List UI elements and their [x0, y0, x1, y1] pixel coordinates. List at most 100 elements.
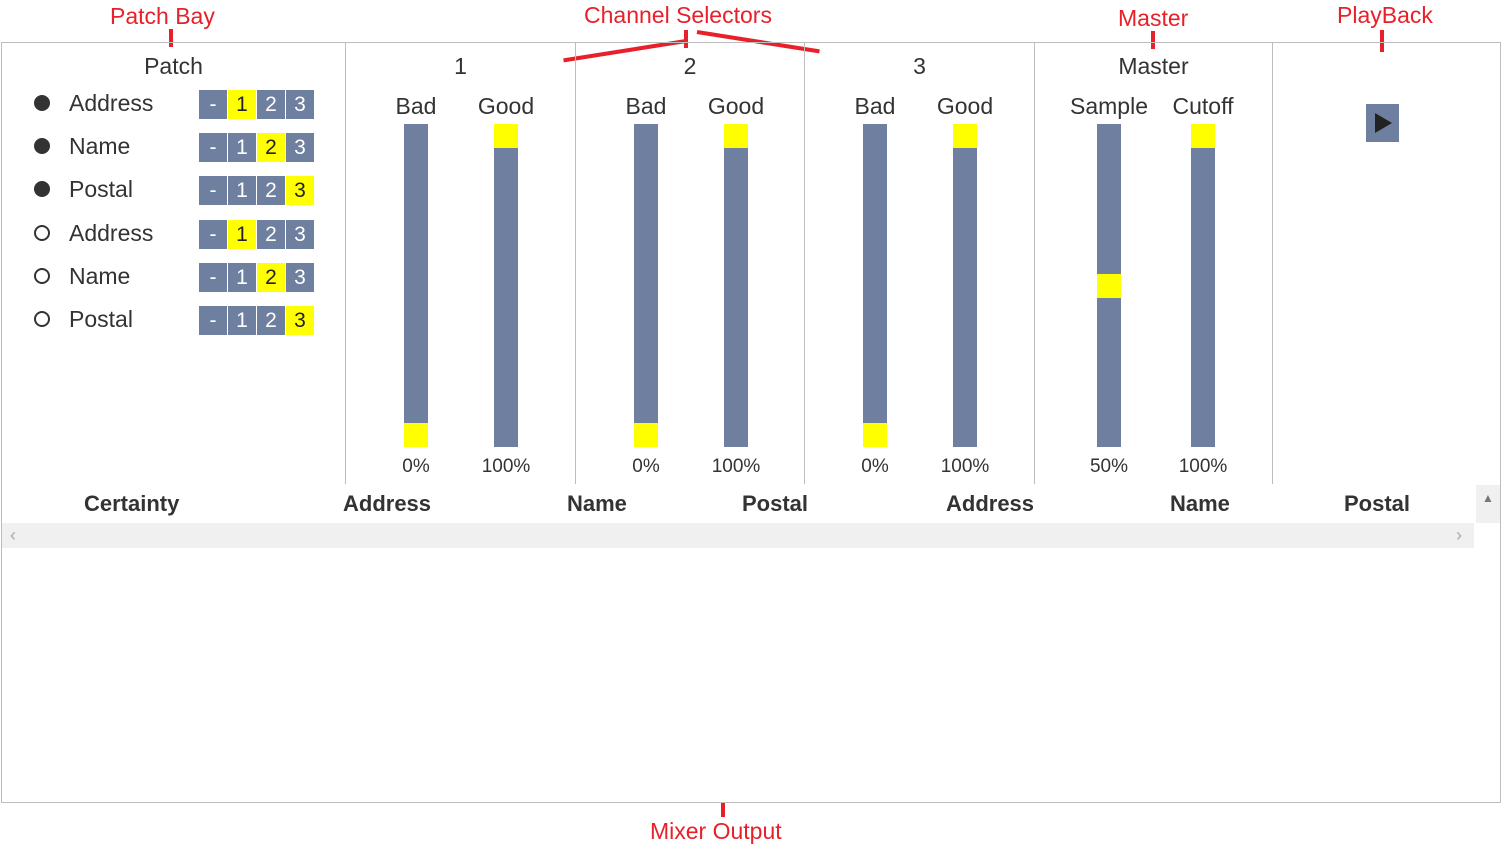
good-slider[interactable] [953, 124, 977, 447]
good-slider-handle[interactable] [494, 124, 518, 148]
master-title: Master [1118, 53, 1189, 79]
bad-label: Bad [395, 93, 437, 119]
channel-option[interactable]: 2 [257, 306, 285, 335]
scroll-up-icon[interactable]: ▲ [1482, 491, 1494, 505]
column-header-address[interactable]: Address [343, 491, 432, 516]
channel-option[interactable]: 2 [257, 263, 285, 292]
scroll-left-icon[interactable]: ‹ [10, 525, 16, 545]
channel-option[interactable]: 3 [286, 220, 314, 249]
patch-radio[interactable] [34, 225, 50, 241]
good-slider[interactable] [724, 124, 748, 447]
channel-title: 2 [683, 53, 697, 79]
bad-slider-handle[interactable] [634, 423, 658, 447]
good-value: 100% [481, 456, 531, 477]
channel-option[interactable]: 3 [286, 176, 314, 205]
bad-slider[interactable] [863, 124, 887, 447]
good-label: Good [936, 93, 994, 119]
channel-option[interactable]: - [199, 133, 227, 162]
cutoff-label: Cutoff [1172, 93, 1234, 119]
good-slider-handle[interactable] [953, 124, 977, 148]
channel-title: 3 [913, 53, 926, 79]
bad-slider-handle[interactable] [404, 423, 428, 447]
patch-radio[interactable] [34, 181, 50, 197]
column-header-certainty[interactable]: Certainty [84, 491, 180, 516]
bad-slider[interactable] [404, 124, 428, 447]
channel-option[interactable]: 3 [286, 263, 314, 292]
channel-option[interactable]: 2 [257, 220, 285, 249]
patch-radio[interactable] [34, 268, 50, 284]
vertical-scrollbar[interactable]: ▲ [1476, 485, 1500, 523]
annotation-master: Master [1118, 5, 1189, 31]
play-button[interactable] [1366, 104, 1399, 142]
sample-slider-handle[interactable] [1097, 274, 1121, 298]
channel-option[interactable]: 2 [257, 90, 285, 119]
cutoff-slider-handle[interactable] [1191, 124, 1215, 148]
channel-option[interactable]: 1 [228, 90, 256, 119]
good-label: Good [707, 93, 765, 119]
channel-option[interactable]: 2 [257, 133, 285, 162]
annotation-line [721, 797, 725, 817]
patch-radio[interactable] [34, 95, 50, 111]
channel-option[interactable]: 1 [228, 306, 256, 335]
bad-slider[interactable] [634, 124, 658, 447]
channel-option[interactable]: - [199, 306, 227, 335]
column-header-postal[interactable]: Postal [742, 491, 809, 516]
playback-panel [1272, 43, 1500, 484]
horizontal-scrollbar[interactable]: ‹ › [2, 523, 1474, 548]
annotation-playback: PlayBack [1337, 2, 1433, 28]
column-header-name[interactable]: Name [1170, 491, 1230, 516]
channel-option[interactable]: - [199, 176, 227, 205]
channel-option[interactable]: - [199, 90, 227, 119]
channel-option[interactable]: 1 [228, 176, 256, 205]
patch-radio[interactable] [34, 138, 50, 154]
channel-option[interactable]: 3 [286, 90, 314, 119]
patch-row-label: Postal [69, 306, 133, 332]
channel-option[interactable]: 3 [286, 306, 314, 335]
patch-title: Patch [144, 53, 203, 79]
patch-radio[interactable] [34, 311, 50, 327]
channel-option[interactable]: 1 [228, 220, 256, 249]
column-header-name[interactable]: Name [567, 491, 627, 516]
channel-option[interactable]: - [199, 263, 227, 292]
sample-label: Sample [1070, 93, 1148, 119]
good-slider[interactable] [494, 124, 518, 447]
channel-option[interactable]: - [199, 220, 227, 249]
channel-option[interactable]: 2 [257, 176, 285, 205]
patch-row-label: Address [69, 220, 154, 246]
patch-row-label: Address [69, 90, 154, 116]
good-slider-handle[interactable] [724, 124, 748, 148]
master-panel: Master Sample Cutoff 50% 100% [1034, 43, 1272, 484]
good-label: Good [477, 93, 535, 119]
annotation-channel-selectors: Channel Selectors [584, 2, 772, 28]
sample-slider[interactable] [1097, 124, 1121, 447]
cutoff-value: 100% [1178, 456, 1228, 477]
channel-option[interactable]: 1 [228, 263, 256, 292]
bad-label: Bad [625, 93, 667, 119]
output-table-header: Certainty Address Name Postal Address Na… [2, 485, 1474, 523]
channel-option[interactable]: 3 [286, 133, 314, 162]
cutoff-slider[interactable] [1191, 124, 1215, 447]
mixer-output-area [2, 548, 1500, 802]
good-value: 100% [940, 456, 990, 477]
bad-value: 0% [402, 456, 430, 477]
bad-slider-handle[interactable] [863, 423, 887, 447]
channel-title: 1 [454, 53, 467, 79]
scroll-right-icon[interactable]: › [1456, 525, 1462, 545]
annotation-patch-bay: Patch Bay [110, 3, 215, 29]
column-header-postal[interactable]: Postal [1344, 491, 1411, 516]
column-header-address[interactable]: Address [946, 491, 1035, 516]
patch-row-label: Name [69, 263, 131, 289]
channel-option[interactable]: 1 [228, 133, 256, 162]
